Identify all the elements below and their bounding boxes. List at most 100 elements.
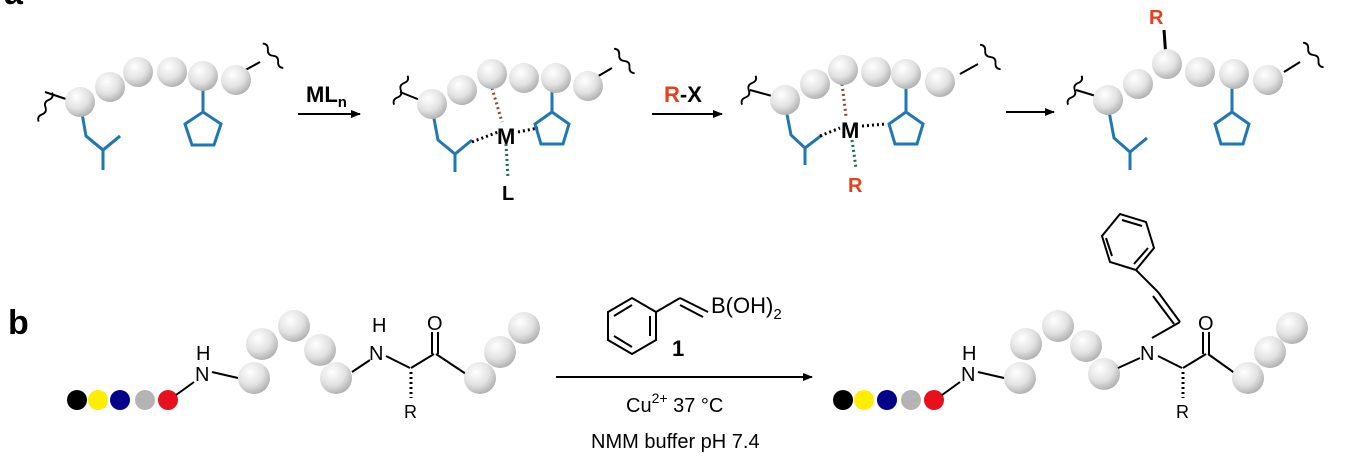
condition-temperature: 37 °C (668, 395, 724, 417)
vinyl-double-bond (1152, 295, 1175, 325)
bond (977, 371, 1005, 379)
residue-bead (1010, 328, 1042, 360)
panel-a-label: a (4, 0, 24, 12)
bond (1207, 353, 1237, 375)
dashed-bond (504, 143, 510, 179)
residue-bead (95, 72, 125, 102)
residue-bead (925, 67, 955, 97)
residue-bead (1042, 310, 1074, 342)
bond (435, 353, 467, 375)
dashed-bond (819, 126, 841, 138)
wavy-bond (740, 75, 758, 105)
residue-bead (1004, 362, 1036, 394)
bond (399, 91, 421, 101)
residue-bead (1254, 336, 1286, 368)
reagent-r: R (664, 82, 680, 107)
residue-bead (541, 63, 571, 93)
reagent-x: -X (680, 82, 702, 107)
bond (211, 371, 239, 379)
compound-number: 1 (672, 336, 684, 361)
bond (1075, 89, 1097, 97)
residue-bead (278, 310, 310, 342)
cyclopentyl-ring (533, 110, 571, 146)
metal-label: M (841, 118, 859, 143)
wavy-bond (613, 47, 635, 75)
residue-bead (1219, 59, 1249, 89)
panel-a: a MLn (4, 0, 1324, 205)
tag-bead-navy (110, 390, 130, 410)
wavy-bond (1066, 75, 1084, 105)
product-peptide: N H N R O (833, 212, 1308, 422)
residue-bead (304, 334, 336, 366)
peptide-structure-1 (37, 42, 284, 170)
condition-buffer: NMM buffer pH 7.4 (591, 431, 760, 453)
dashed-bond (840, 83, 848, 117)
dashed-bond (517, 126, 539, 134)
product-amine-h: H (962, 343, 976, 365)
residue-bead (221, 65, 251, 95)
cyclopentyl-ring (183, 110, 223, 147)
residue-bead (447, 75, 477, 105)
bond (959, 63, 979, 75)
aromatic-inner-bond (613, 304, 633, 317)
bond (1151, 321, 1181, 339)
condition-copper-charge: 2+ (652, 390, 668, 406)
residue-bead (484, 336, 516, 368)
tag-bead-black (833, 390, 853, 410)
tag-bead-yellow (854, 390, 874, 410)
amine-h-mid: H (372, 315, 386, 337)
reagent-ml-subscript: n (338, 94, 347, 111)
tag-bead-navy (877, 390, 897, 410)
residue-bead (861, 57, 891, 87)
peptide-structure-4: R (1066, 7, 1324, 170)
peptide-structure-2: M L (392, 47, 635, 205)
svg-text:B(OH)2: B(OH)2 (711, 293, 782, 323)
r-group-label: R (848, 175, 863, 197)
residue-bead (508, 312, 540, 344)
bond (749, 89, 773, 97)
residue-bead (1185, 57, 1215, 87)
residue-bead (320, 362, 352, 394)
residue-bead (157, 57, 187, 87)
isobutyl-side-chain (783, 103, 823, 165)
product-side-chain-r: R (1176, 402, 1189, 422)
panel-b: b N H N H R O (8, 212, 1308, 453)
tag-bead-red (158, 390, 178, 410)
residue-bead (891, 59, 921, 89)
carbonyl-oxygen: O (427, 313, 443, 335)
residue-bead (123, 57, 153, 87)
bond (351, 359, 371, 373)
bond (1135, 269, 1159, 293)
tag-bead-black (67, 390, 87, 410)
residue-bead (246, 328, 278, 360)
residue-bead (770, 85, 800, 115)
residue-bead (1276, 312, 1308, 344)
residue-bead (238, 362, 270, 394)
residue-bead (188, 61, 218, 91)
product-tertiary-n: N (1140, 343, 1154, 365)
ligand-label: L (502, 183, 514, 205)
vinyl-double-bond (1157, 291, 1181, 323)
residue-bead (477, 59, 507, 89)
tag-bead-red (924, 390, 944, 410)
tag-bead-yellow (88, 390, 108, 410)
dashed-bond (490, 87, 504, 123)
tag-bead-grey (135, 390, 155, 410)
isobutyl-side-chain (430, 107, 473, 172)
bond (175, 381, 195, 396)
panel-b-label: b (8, 304, 29, 342)
residue-bead (573, 71, 603, 101)
bond (385, 355, 411, 369)
residue-bead (1232, 362, 1264, 394)
wavy-bond (979, 43, 1001, 71)
residue-bead (1253, 65, 1283, 95)
reaction-arrow-2: R-X (652, 82, 723, 118)
residue-bead (1070, 330, 1102, 362)
reaction-arrow-1: MLn (298, 82, 361, 118)
vinyl-bond (655, 297, 681, 313)
dashed-bond (861, 122, 887, 128)
boronic-acid-subscript: 2 (773, 306, 781, 323)
wavy-bond (1302, 41, 1324, 69)
aromatic-inner-bond (1105, 237, 1113, 257)
